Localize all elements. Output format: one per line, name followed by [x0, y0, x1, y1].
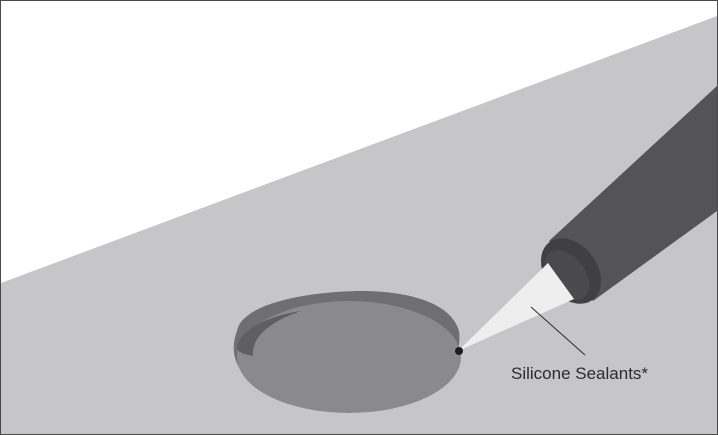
sealant-hole-icon	[233, 290, 461, 413]
caulking-gun-icon	[455, 86, 717, 355]
sealant-nozzle	[458, 263, 574, 351]
gun-body	[549, 86, 717, 301]
nozzle-tip	[455, 347, 463, 355]
hole-shadow	[237, 311, 301, 356]
callout-leader-line	[530, 306, 586, 356]
callout-label: Silicone Sealants*	[511, 364, 648, 383]
hole-floor	[237, 301, 461, 413]
surface-plane	[1, 16, 717, 434]
